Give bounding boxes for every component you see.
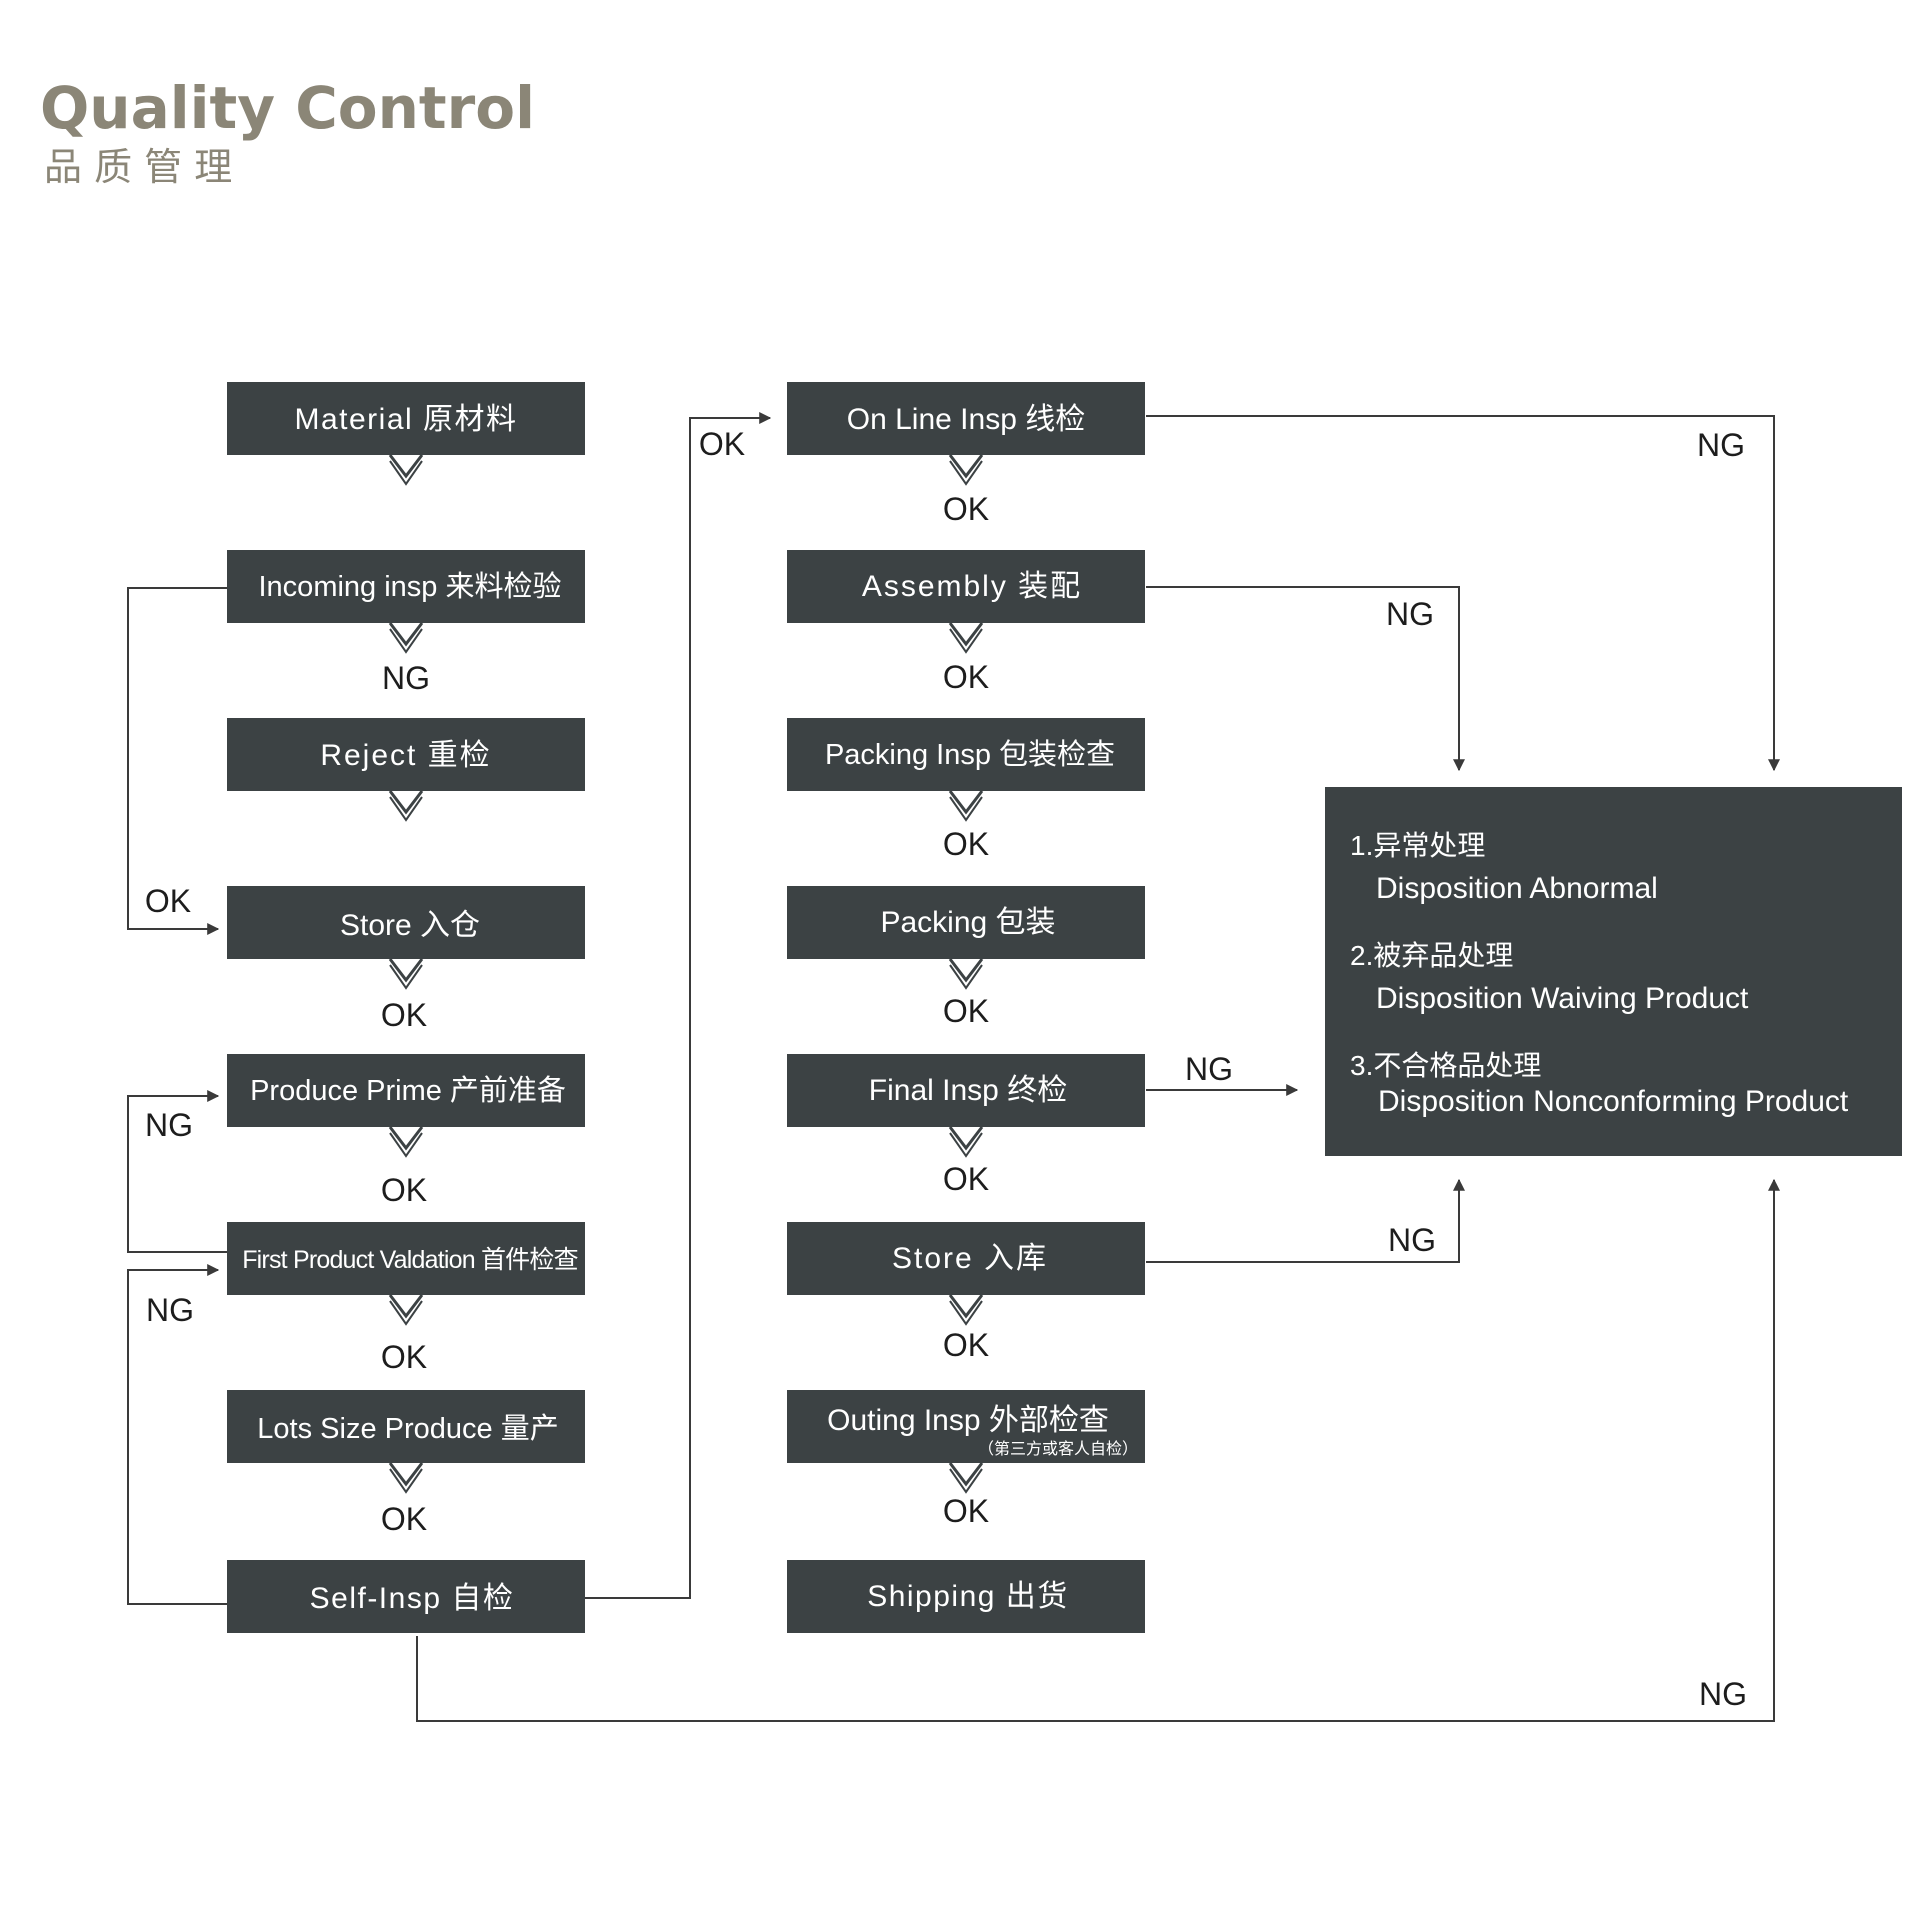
label-ng-store-warehouse: NG — [1388, 1222, 1436, 1258]
label-ng-online: NG — [1697, 427, 1745, 463]
step-packing: Packing 包装 — [787, 886, 1145, 990]
step-outing-insp-label: Outing Insp 外部检查 — [827, 1404, 1109, 1437]
label-ok-packing: OK — [943, 993, 989, 1029]
step-produce-prime: Produce Prime 产前准备 — [227, 1054, 585, 1158]
label-ok-packing-insp: OK — [943, 826, 989, 862]
disposition-item2-en: Disposition Waiving Product — [1376, 982, 1749, 1015]
step-online-insp-label: On Line Insp 线检 — [847, 403, 1085, 436]
label-ng-incoming: NG — [382, 660, 430, 696]
step-online-insp: On Line Insp 线检 — [787, 382, 1145, 486]
page-title: Quality Control — [40, 74, 535, 142]
step-reject-label: Reject 重检 — [320, 739, 491, 772]
step-final-insp: Final Insp 终检 — [787, 1054, 1145, 1158]
step-packing-insp-label: Packing Insp 包装检查 — [825, 738, 1115, 771]
step-store-warehouse-label: Store 入库 — [892, 1242, 1048, 1275]
connector-assembly-to-disposition — [1146, 586, 1465, 772]
step-shipping: Shipping 出货 — [787, 1560, 1145, 1633]
disposition-item2-cn: 2.被弃品处理 — [1350, 940, 1513, 971]
right-column: On Line Insp 线检 Assembly 装配 Packing Insp… — [787, 382, 1145, 1633]
label-ok-assembly: OK — [943, 659, 989, 695]
step-outing-insp: Outing Insp 外部检查 （第三方或客人自检） — [787, 1390, 1145, 1494]
step-incoming-label: Incoming insp 来料检验 — [259, 570, 562, 603]
step-incoming: Incoming insp 来料检验 — [227, 550, 585, 654]
label-ng-final-insp: NG — [1185, 1051, 1233, 1087]
step-lots-size: Lots Size Produce 量产 — [227, 1390, 585, 1494]
connector-self-to-online — [585, 412, 772, 1599]
connector-lines — [127, 412, 1780, 1722]
step-shipping-label: Shipping 出货 — [867, 1580, 1069, 1613]
connector-store-to-disposition — [1146, 1178, 1465, 1263]
page-subtitle: 品 质 管 理 — [44, 145, 232, 189]
label-ok-store-warehouse: OK — [943, 1327, 989, 1363]
label-ok-final-insp: OK — [943, 1161, 989, 1197]
step-reject: Reject 重检 — [227, 718, 585, 822]
label-ng-first-loop: NG — [146, 1292, 194, 1328]
connector-first-to-prime — [127, 1090, 228, 1253]
label-ok-produce-prime: OK — [381, 1172, 427, 1208]
label-ok-outing-insp: OK — [943, 1493, 989, 1529]
label-ng-self-bottom: NG — [1699, 1676, 1747, 1712]
step-produce-prime-label: Produce Prime 产前准备 — [250, 1074, 566, 1107]
step-packing-insp: Packing Insp 包装检查 — [787, 718, 1145, 822]
step-outing-insp-note: （第三方或客人自检） — [978, 1440, 1138, 1458]
connector-self-to-disposition — [416, 1178, 1780, 1722]
disposition-item3-cn: 3.不合格品处理 — [1350, 1050, 1541, 1081]
disposition-box: 1.异常处理 Disposition Abnormal 2.被弃品处理 Disp… — [1325, 787, 1902, 1156]
label-ng-prime-loop: NG — [145, 1107, 193, 1143]
label-ok-store-in: OK — [381, 997, 427, 1033]
label-ok-lots-size: OK — [381, 1501, 427, 1537]
label-ok-online: OK — [943, 491, 989, 527]
step-first-product: First Product Valdation 首件检查 — [227, 1222, 585, 1326]
step-final-insp-label: Final Insp 终检 — [869, 1074, 1067, 1107]
connector-self-to-first — [127, 1264, 228, 1605]
step-assembly-label: Assembly 装配 — [862, 570, 1082, 603]
disposition-item1-cn: 1.异常处理 — [1350, 830, 1485, 861]
step-self-insp-label: Self-Insp 自检 — [310, 1582, 515, 1615]
step-store-warehouse: Store 入库 — [787, 1222, 1145, 1326]
step-store-in: Store 入仓 — [227, 886, 585, 990]
flow-labels: NG OK OK NG OK NG OK OK OK OK OK OK OK O… — [145, 426, 1747, 1712]
step-material: Material 原材料 — [227, 382, 585, 486]
step-material-label: Material 原材料 — [294, 403, 517, 436]
label-ok-first-product: OK — [381, 1339, 427, 1375]
step-self-insp: Self-Insp 自检 — [227, 1560, 585, 1633]
disposition-item3-en: Disposition Nonconforming Product — [1378, 1085, 1849, 1118]
step-packing-label: Packing 包装 — [880, 906, 1055, 939]
connector-incoming-to-store — [127, 587, 228, 935]
step-assembly: Assembly 装配 — [787, 550, 1145, 654]
label-ok-self-to-online: OK — [699, 426, 745, 462]
connector-online-to-disposition — [1146, 415, 1780, 772]
left-column: Material 原材料 Incoming insp 来料检验 Reject 重… — [227, 382, 585, 1633]
disposition-item1-en: Disposition Abnormal — [1376, 872, 1658, 905]
label-ng-assembly: NG — [1386, 596, 1434, 632]
step-lots-size-label: Lots Size Produce 量产 — [257, 1412, 558, 1445]
step-store-in-label: Store 入仓 — [340, 909, 480, 942]
step-first-product-label: First Product Valdation 首件检查 — [242, 1246, 578, 1274]
label-ok-incoming-store: OK — [145, 883, 191, 919]
